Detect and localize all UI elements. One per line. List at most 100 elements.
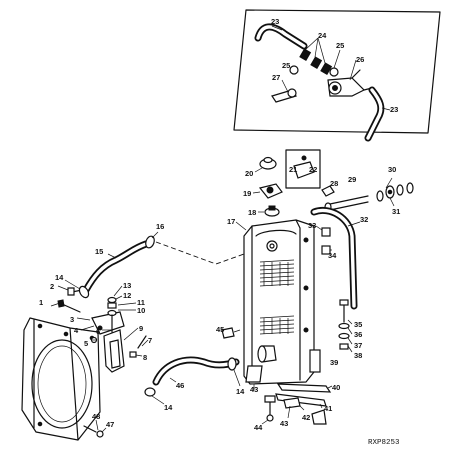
block-43b: [283, 397, 301, 409]
callout-31: 31: [392, 207, 400, 216]
callout-20: 20: [245, 169, 253, 178]
callout-22: 22: [309, 165, 317, 174]
callout-29: 29: [348, 175, 356, 184]
strap-40: [276, 383, 332, 393]
callout-8: 8: [143, 353, 147, 362]
nut-8: [129, 351, 137, 358]
bolt-7: [137, 335, 147, 349]
callout-34: 34: [328, 251, 337, 260]
callout-10: 10: [137, 306, 145, 315]
bracket-assembly: [50, 285, 149, 373]
callout-36: 36: [354, 330, 362, 339]
callout-18: 18: [248, 208, 256, 217]
callout-17: 17: [227, 217, 235, 226]
callout-14c: 14: [236, 387, 245, 396]
callout-40: 40: [332, 383, 340, 392]
callout-11: 11: [137, 298, 145, 307]
fitting-25: [329, 67, 339, 77]
tube-29: [329, 195, 369, 205]
callout-1: 1: [39, 298, 43, 307]
nut-48: [96, 430, 104, 438]
callout-6: 6: [96, 327, 100, 336]
clamp-24c: [320, 62, 333, 76]
callout-27: 27: [272, 73, 280, 82]
bottom-fasteners: [83, 419, 107, 438]
callout-42: 42: [302, 413, 310, 422]
drain-39: [309, 349, 321, 373]
callout-19: 19: [243, 189, 251, 198]
washer-36: [338, 322, 350, 330]
clamp-14-lower: [144, 387, 156, 397]
radiator-core: [259, 259, 295, 335]
washer-13: [107, 296, 117, 304]
callout-3: 3: [70, 315, 74, 324]
callout-15: 15: [95, 247, 103, 256]
fan-shroud: [21, 317, 101, 441]
callout-23a: 23: [271, 17, 279, 26]
bolt-1: [61, 303, 81, 313]
clamp-24b: [310, 56, 323, 70]
callout-39: 39: [330, 358, 338, 367]
clamp-14-radiator: [227, 357, 237, 371]
callout-32: 32: [360, 215, 368, 224]
callout-4: 4: [74, 326, 79, 335]
radiator: [235, 205, 321, 385]
callout-14b: 14: [164, 403, 173, 412]
washer-30: [376, 190, 384, 202]
reference-code: RXP8253: [368, 439, 400, 447]
callout-24: 24: [318, 31, 327, 40]
callout-44: 44: [254, 423, 263, 432]
right-parts: [310, 177, 414, 353]
plug-28: [321, 185, 335, 197]
nut-12: [107, 302, 117, 309]
radiator-outline: [243, 219, 315, 385]
callout-48: 48: [92, 412, 100, 421]
fitting-25b: [289, 65, 299, 75]
callout-25a: 25: [336, 41, 344, 50]
callout-30: 30: [388, 165, 396, 174]
callout-25b: 25: [282, 61, 290, 70]
callout-16: 16: [156, 222, 164, 231]
pad-42: [311, 409, 327, 425]
inset-detail: [233, 9, 441, 142]
nut-38: [339, 343, 349, 350]
callout-35: 35: [354, 320, 362, 329]
callout-13: 13: [123, 281, 131, 290]
washer-37: [338, 332, 350, 340]
callout-38: 38: [354, 351, 362, 360]
clamp-14-upper: [78, 285, 90, 299]
bolt-47: [83, 425, 97, 433]
callout-26: 26: [356, 55, 364, 64]
callout-37: 37: [354, 341, 362, 350]
clamp-16: [145, 235, 155, 249]
washer-31: [406, 182, 414, 194]
callout-23b: 23: [390, 105, 398, 114]
lower-brackets: [221, 327, 333, 425]
callout-43a: 43: [250, 385, 258, 394]
strap-41: [275, 393, 327, 407]
callout-12: 12: [123, 291, 131, 300]
callout-5: 5: [84, 339, 88, 348]
plug-33: [321, 227, 331, 237]
upper-hose: [64, 231, 245, 299]
callout-14a: 14: [55, 273, 64, 282]
lower-hose: [144, 356, 241, 405]
callout-41: 41: [324, 404, 332, 413]
callout-43b: 43: [280, 419, 288, 428]
callout-28: 28: [330, 179, 338, 188]
cap-parts: [252, 149, 321, 199]
callout-33: 33: [308, 221, 316, 230]
bracket-43a: [245, 365, 263, 383]
callout-21: 21: [289, 165, 297, 174]
pad-45: [221, 327, 235, 339]
callout-46: 46: [176, 381, 184, 390]
hose-connection-dash: [155, 241, 245, 265]
shroud-opening: [31, 339, 93, 429]
cap-21-22: [293, 161, 315, 179]
callout-2: 2: [50, 282, 54, 291]
callout-45: 45: [216, 325, 224, 334]
cap-detail-box: [285, 149, 321, 189]
callout-9: 9: [139, 324, 143, 333]
